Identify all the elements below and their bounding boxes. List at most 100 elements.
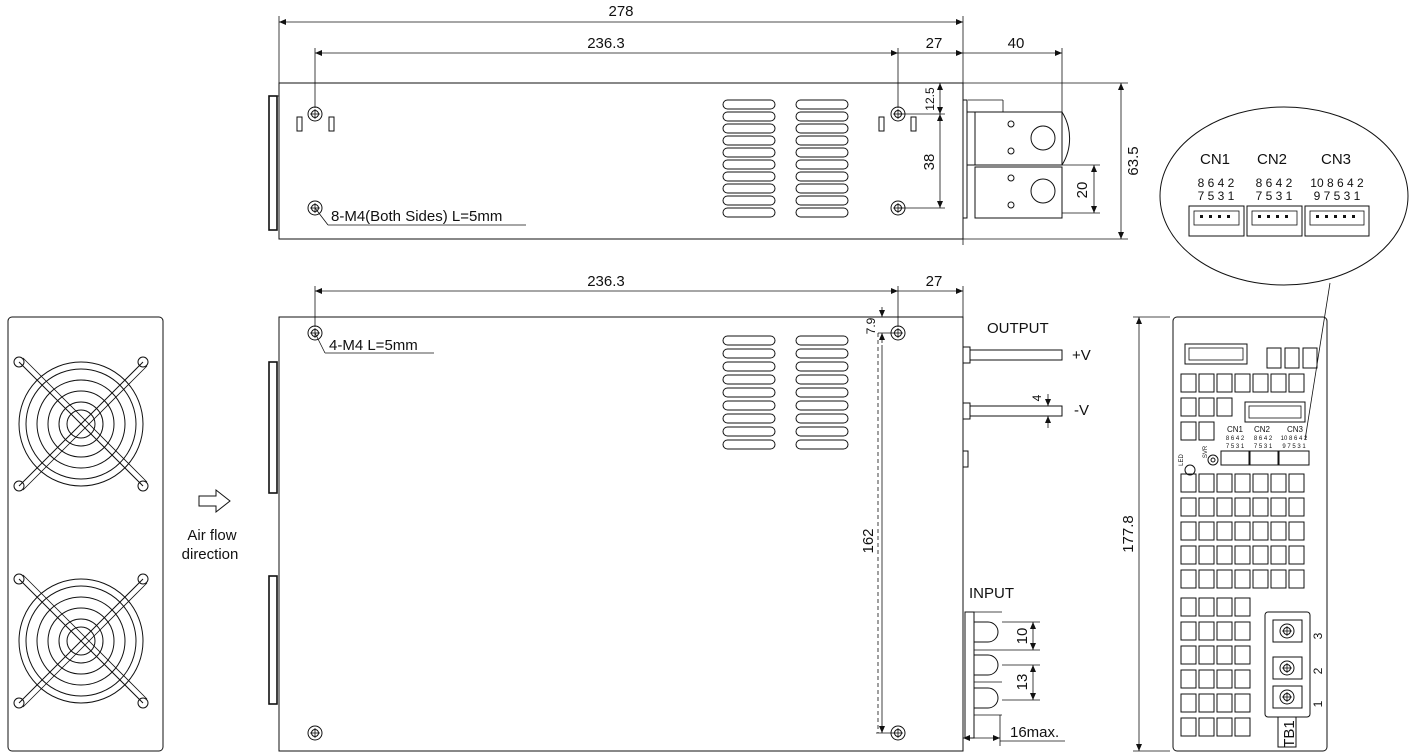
- connector-pin: [1276, 215, 1279, 218]
- dim-input-max: 16max.: [1010, 724, 1059, 741]
- vent-square: [1216, 397, 1233, 417]
- vent-square: [1216, 717, 1233, 737]
- vent-square: [1216, 373, 1233, 393]
- cn3-label: CN3: [1321, 151, 1351, 168]
- vent-square: [1216, 569, 1233, 589]
- mini-cn1-top: 8 6 4 2: [1226, 436, 1245, 442]
- cn3-pins-bottom: 9 7 5 3 1: [1314, 189, 1361, 203]
- tb-pin-2: 2: [1311, 667, 1325, 674]
- vent-square: [1288, 497, 1305, 517]
- input-label: INPUT: [969, 585, 1014, 602]
- vent-square: [1234, 521, 1251, 541]
- vent-square: [1252, 545, 1269, 565]
- end-view: [1133, 282, 1331, 752]
- vent-square: [1216, 669, 1233, 689]
- vent-square: [1234, 497, 1251, 517]
- bottom-screw-label: 4-M4 L=5mm: [329, 337, 418, 354]
- vent-square: [1270, 473, 1287, 493]
- mini-cn1: CN1: [1227, 425, 1244, 434]
- vent-square: [1234, 645, 1251, 665]
- vent-square: [1198, 645, 1215, 665]
- vent-square: [1216, 497, 1233, 517]
- cn3-pins-top: 10 8 6 4 2: [1310, 176, 1364, 190]
- connector-pin: [1258, 215, 1261, 218]
- vent-square: [1198, 621, 1215, 641]
- connector-pin: [1218, 215, 1221, 218]
- vent-square: [1216, 693, 1233, 713]
- mini-cn2-bottom: 7 5 3 1: [1254, 444, 1273, 450]
- vent-square: [1252, 473, 1269, 493]
- vent-square: [1234, 473, 1251, 493]
- cn2-label: CN2: [1257, 151, 1287, 168]
- vent-square: [1180, 473, 1197, 493]
- vent-square: [1198, 597, 1215, 617]
- connector-pin: [1343, 215, 1346, 218]
- vent-square: [1180, 669, 1197, 689]
- vent-square: [1180, 717, 1197, 737]
- vent-square: [1252, 497, 1269, 517]
- top-view: [268, 16, 1128, 245]
- dim-top-hole-offset: 12.5: [923, 87, 937, 111]
- connector-pin: [1227, 215, 1230, 218]
- tb-label: TB1: [1281, 720, 1298, 748]
- vent-square: [1252, 521, 1269, 541]
- vent-square: [1270, 497, 1287, 517]
- tb-pin-3: 3: [1311, 632, 1325, 639]
- vent-square: [1180, 545, 1197, 565]
- airflow-label-line2: direction: [182, 546, 239, 563]
- vent-square: [1288, 521, 1305, 541]
- cn1-pins-top: 8 6 4 2: [1198, 176, 1235, 190]
- bottom-view: [268, 286, 1065, 752]
- mini-cn3: CN3: [1287, 425, 1304, 434]
- vent-square: [1252, 569, 1269, 589]
- led-label: LED: [1179, 453, 1185, 465]
- vent-square: [1216, 473, 1233, 493]
- vent-square: [1198, 569, 1215, 589]
- mini-cn3-bottom: 9 7 5 3 1: [1282, 444, 1306, 450]
- dim-terminal-height: 20: [1074, 182, 1091, 199]
- dim-bottom-hole-pitch: 236.3: [587, 273, 625, 290]
- cn2-pins-top: 8 6 4 2: [1256, 176, 1293, 190]
- dim-bottom-hole-offset: 27: [926, 273, 943, 290]
- vent-square: [1180, 497, 1197, 517]
- vent-square: [1216, 521, 1233, 541]
- vent-square: [1234, 373, 1251, 393]
- vent-square: [1234, 569, 1251, 589]
- vent-square: [1198, 497, 1215, 517]
- dim-height: 63.5: [1125, 146, 1142, 175]
- dim-hole-offset: 27: [926, 35, 943, 52]
- vent-square: [1216, 621, 1233, 641]
- airflow-arrow-icon: [198, 488, 231, 514]
- vent-square: [1234, 597, 1251, 617]
- vent-square: [1288, 569, 1305, 589]
- cn1-label: CN1: [1200, 151, 1230, 168]
- dim-input-pitch-1: 10: [1014, 628, 1031, 645]
- vent-square: [1234, 621, 1251, 641]
- vent-square: [1270, 373, 1287, 393]
- svr-label: SVR: [1203, 445, 1209, 458]
- dim-hole-pitch: 236.3: [587, 35, 625, 52]
- vent-square: [1180, 373, 1197, 393]
- mini-cn2-top: 8 6 4 2: [1254, 436, 1273, 442]
- vent-square: [1198, 693, 1215, 713]
- vent-square: [1198, 521, 1215, 541]
- tb-pin-1: 1: [1311, 700, 1325, 707]
- vent-square: [1198, 545, 1215, 565]
- positive-terminal-label: +V: [1072, 347, 1091, 364]
- vent-square: [1198, 373, 1215, 393]
- dim-front-hole-pitch: 162: [860, 528, 877, 553]
- vent-square: [1198, 717, 1215, 737]
- airflow-label-line1: Air flow: [187, 527, 236, 544]
- vent-square: [1234, 545, 1251, 565]
- vent-square: [1288, 473, 1305, 493]
- vent-square: [1180, 645, 1197, 665]
- connector-pin: [1285, 215, 1288, 218]
- vent-square: [1216, 545, 1233, 565]
- dim-hole-vertical-pitch: 38: [921, 154, 938, 171]
- output-label: OUTPUT: [987, 320, 1049, 337]
- vent-square: [1302, 347, 1318, 369]
- vent-square: [1198, 397, 1215, 417]
- dim-input-pitch-2: 13: [1014, 674, 1031, 691]
- vent-square: [1180, 521, 1197, 541]
